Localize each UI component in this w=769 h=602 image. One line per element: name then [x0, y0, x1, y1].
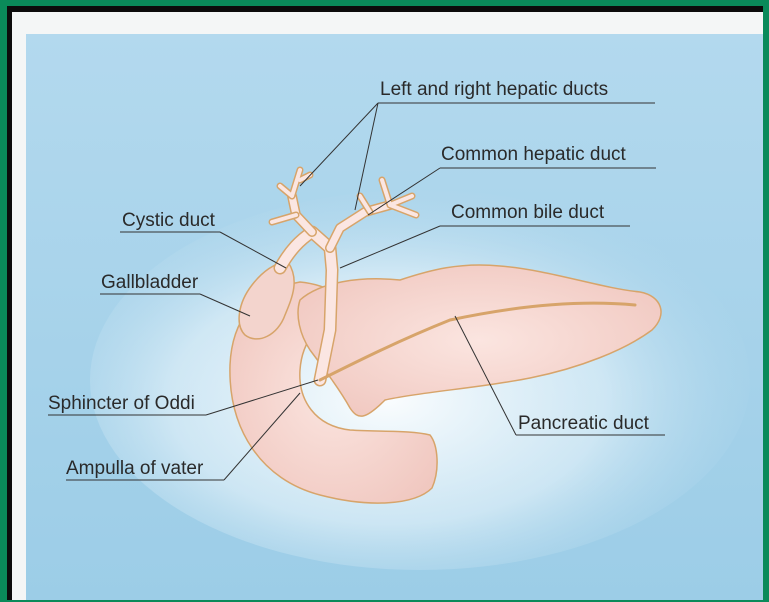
label-common-bile-duct: Common bile duct — [451, 202, 605, 223]
label-cystic-duct: Cystic duct — [122, 210, 216, 231]
label-hepatic-ducts: Left and right hepatic ducts — [380, 79, 608, 100]
label-pancreatic-duct: Pancreatic duct — [518, 413, 650, 434]
label-common-hepatic-duct: Common hepatic duct — [441, 144, 627, 165]
diagram-panel: Left and right hepatic ducts Common hepa… — [12, 12, 763, 600]
label-gallbladder: Gallbladder — [101, 272, 199, 293]
biliary-anatomy-diagram: Left and right hepatic ducts Common hepa… — [12, 12, 763, 600]
label-sphincter-of-oddi: Sphincter of Oddi — [48, 393, 195, 414]
label-ampulla-of-vater: Ampulla of vater — [66, 458, 204, 479]
